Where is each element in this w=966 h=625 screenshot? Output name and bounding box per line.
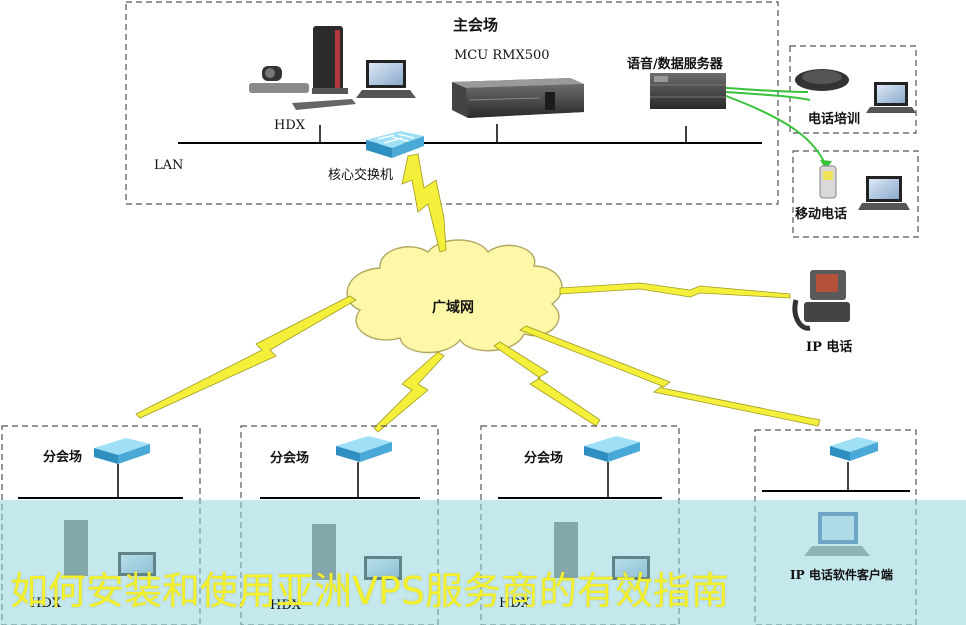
mobile-phone-box xyxy=(792,150,919,238)
ip-phone xyxy=(792,270,850,331)
branch-switch-2 xyxy=(336,436,392,462)
voice-data-server xyxy=(650,73,726,109)
core-switch xyxy=(366,131,424,158)
ip-client-label: IP 电话软件客户端 xyxy=(790,568,893,582)
wan-label: 广域网 xyxy=(432,300,474,316)
bolt-core-to-wan xyxy=(401,153,447,253)
server-label: 语音/数据服务器 xyxy=(627,57,723,72)
hdx-main-device xyxy=(249,26,416,110)
bolt-wan-branch3 xyxy=(493,341,601,427)
green-link-3 xyxy=(725,95,827,167)
branch-title-3: 分会场 xyxy=(524,451,564,466)
mobile-phone-label: 移动电话 xyxy=(795,207,848,222)
ip-phone-label: IP 电话 xyxy=(806,340,853,355)
branch-switch-3 xyxy=(584,436,640,462)
ip-client-switch xyxy=(830,437,878,461)
branch-hdx-label-2: HDX xyxy=(270,598,302,613)
green-link-2 xyxy=(725,91,811,101)
main-site-box xyxy=(125,1,779,205)
mcu-device xyxy=(452,78,584,118)
core-switch-label: 核心交换机 xyxy=(328,168,394,183)
mcu-label: MCU RMX500 xyxy=(454,48,550,63)
hdx-main-label: HDX xyxy=(274,118,306,133)
overlay-banner xyxy=(0,500,966,625)
phone-training-box xyxy=(789,45,917,134)
banner-title: 如何安装和使用亚洲VPS服务商的有效指南 xyxy=(10,569,730,613)
branch-hdx-label-1: HDX xyxy=(30,596,62,611)
conference-phone xyxy=(795,69,916,113)
main-site-title: 主会场 xyxy=(453,16,499,34)
bolt-wan-branch1 xyxy=(135,295,357,419)
branch-title-1: 分会场 xyxy=(43,450,83,465)
green-link-1 xyxy=(725,87,809,93)
branch-title-2: 分会场 xyxy=(270,451,310,466)
lan-label: LAN xyxy=(154,158,184,173)
phone-training-label: 电话培训 xyxy=(808,112,861,127)
branch-hdx-label-3: HDX xyxy=(499,596,531,611)
mobile-phone xyxy=(819,165,910,210)
bolt-wan-branch4 xyxy=(519,325,821,427)
bolt-wan-branch2 xyxy=(373,351,445,433)
bolt-wan-ip xyxy=(559,282,791,299)
branch-switch-1 xyxy=(94,438,150,464)
